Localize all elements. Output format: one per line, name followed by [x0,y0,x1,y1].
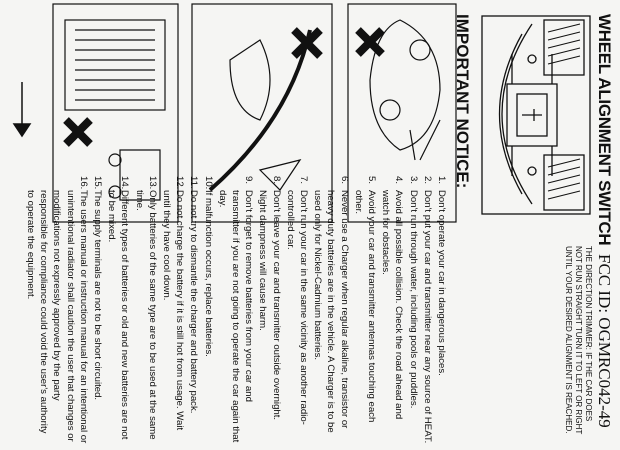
item-text: Avoid your car and transmitter antennas … [352,190,377,423]
item-text: Different types of batteries or old and … [106,190,131,440]
x-mark-icon [63,117,93,147]
item-text: Do not charge the battery if it is still… [160,190,186,431]
list-item: 16.The users manual or instruction manua… [24,176,90,444]
list-item: 11.Do not try to dismantle the charger a… [187,176,200,444]
list-item: 8. Don't leave your car and transmitter o… [256,176,282,444]
item-number: 16. [77,176,89,190]
item-number: 12. [174,176,186,190]
list-item: 4. Avoid all possible collision. Check th… [379,176,405,444]
item-number: 9. [243,176,255,185]
item-text: Don't operate your car in dangerous plac… [436,190,447,376]
notice-list: 1. Don't operate your car in dangerous pl… [23,176,448,444]
item-number: 3. [407,176,419,185]
item-text: Don't leave your car and transmitter out… [257,190,282,421]
wheel-alignment-diagram [481,15,591,215]
illustration-car-hazard [347,3,457,223]
list-item: 5. Avoid your car and transmitter antenna… [352,176,378,444]
list-item: 15.The supply terminals are not to be sh… [91,176,104,444]
list-item: 9. Don't forget to remove batteries from … [216,176,256,444]
list-item: 1. Don't operate your car in dangerous pl… [435,176,448,444]
item-text: The supply terminals are not to be short… [91,190,103,401]
item-number: 10. [202,176,214,190]
item-text: If malfunction occurs, replace batteries… [202,190,214,357]
item-text: Don't run your car in the same vicinity … [284,190,309,425]
item-number: 6. [338,176,350,185]
list-item: 6. Never use a Charger when regular alkal… [311,176,351,444]
item-number: 13. [146,176,158,190]
item-number: 15. [91,176,103,190]
list-item: 14.Different types of batteries or old a… [105,176,131,444]
fcc-id: FCC ID: OGMRC042-49 [595,254,614,428]
item-number: 14. [119,176,131,190]
item-number: 1. [436,176,447,185]
item-text: Never use a Charger when regular alkalin… [312,190,350,433]
item-number: 11. [188,176,200,189]
list-item: 13.Only batteries of the same type are t… [132,176,158,444]
alignment-caption: The direction trimmer: if the car does n… [564,246,593,435]
list-item: 10.If malfunction occurs, replace batter… [201,176,214,444]
list-item: 2. Don't put your car and transmitter nea… [421,176,434,444]
list-item: 12.Do not charge the battery if it is st… [160,176,186,444]
item-number: 4. [393,176,405,185]
item-number: 2. [421,176,433,185]
item-number: 8. [270,176,282,185]
x-mark-icon [355,27,385,57]
item-text: Only batteries of the same type are to b… [133,190,158,440]
warning-illustrations [52,3,457,223]
illustration-collision [191,3,333,223]
list-item: 7. Don't run your car in the same vicinit… [284,176,310,444]
page-title: WHEEL ALIGNMENT SWITCH [595,14,614,246]
item-text: Do not try to dismantle the charger and … [188,190,200,414]
arrow-icon [12,82,32,138]
list-item: 3. Don't run through water, including poo… [406,176,419,444]
item-text: Don't forget to remove batteries from yo… [216,190,255,443]
item-text: Avoid all possible collision. Check the … [380,190,405,420]
item-text: Don't run through water, including pools… [407,190,419,409]
x-mark-icon [291,27,323,59]
illustration-heater [52,3,179,223]
item-number: 7. [297,176,309,185]
item-text: The users manual or instruction manual f… [24,190,89,444]
item-number: 5. [365,176,377,185]
item-text: Don't put your car and transmitter near … [421,190,433,444]
